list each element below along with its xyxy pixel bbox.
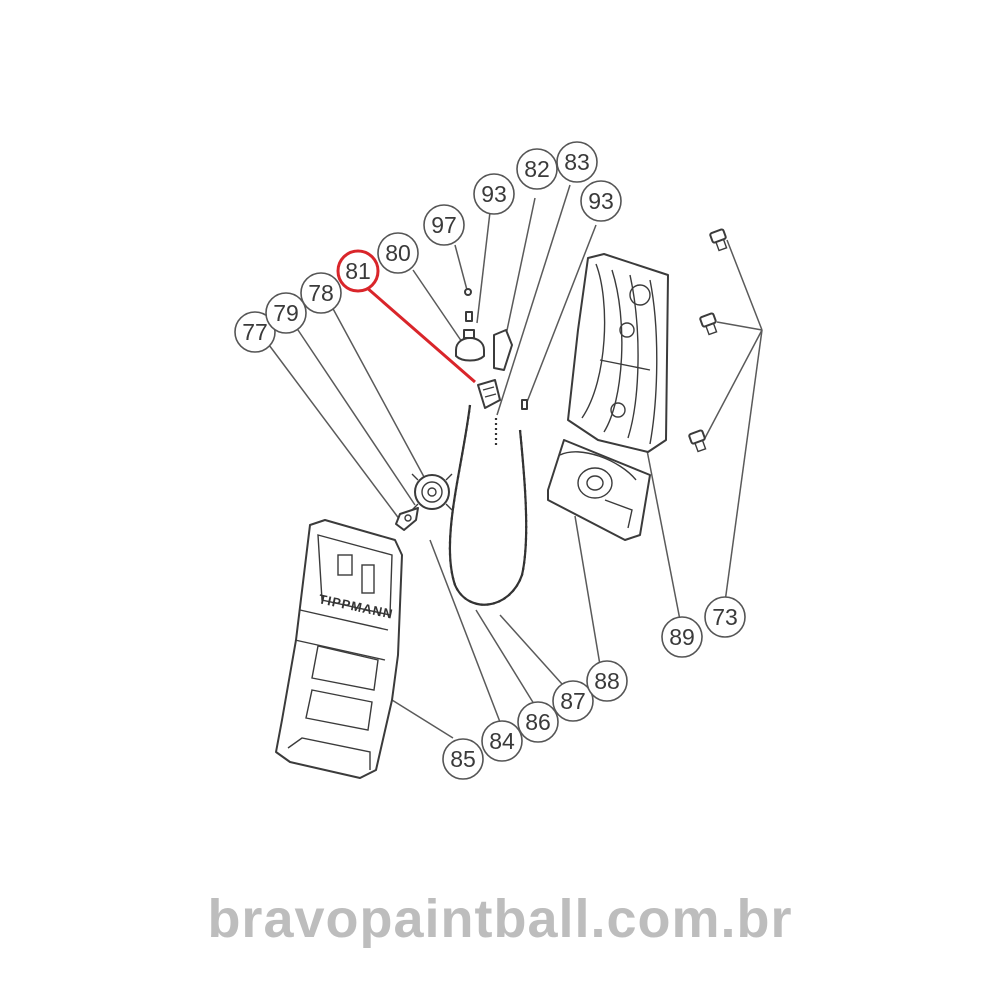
svg-text:83: 83	[564, 149, 590, 175]
svg-text:77: 77	[242, 319, 268, 345]
callout-88: 88	[586, 660, 628, 702]
svg-text:85: 85	[450, 746, 476, 772]
callout-78: 78	[300, 272, 342, 314]
coil-spring-part	[448, 404, 528, 606]
small-pin-part	[464, 288, 472, 296]
callout-83: 83	[556, 141, 598, 183]
svg-text:79: 79	[273, 300, 299, 326]
callout-80: 80	[377, 232, 419, 274]
svg-text:89: 89	[669, 624, 695, 650]
callout-87: 87	[552, 680, 594, 722]
callout-81: 81	[336, 249, 380, 293]
svg-text:93: 93	[588, 188, 614, 214]
callout-82: 82	[516, 148, 558, 190]
latch-part	[493, 329, 513, 371]
cap-part	[455, 311, 485, 362]
callout-85: 85	[442, 738, 484, 780]
key-part	[395, 507, 419, 531]
svg-text:97: 97	[431, 212, 457, 238]
magazine-body-part: TIPPMANN	[275, 519, 403, 779]
callout-84: 84	[481, 720, 523, 762]
callout-89: 89	[661, 616, 703, 658]
callout-93-left: 93	[473, 173, 515, 215]
svg-text:80: 80	[385, 240, 411, 266]
svg-text:73: 73	[712, 604, 738, 630]
svg-text:78: 78	[308, 280, 334, 306]
rear-housing-part	[567, 253, 669, 453]
svg-text:82: 82	[524, 156, 550, 182]
callout-79: 79	[265, 292, 307, 334]
svg-text:86: 86	[525, 709, 551, 735]
svg-text:81: 81	[345, 258, 371, 284]
retainer-part	[477, 379, 501, 409]
svg-text:84: 84	[489, 728, 515, 754]
callout-73: 73	[704, 596, 746, 638]
gear-wheel-part	[411, 473, 453, 511]
leader-lines	[268, 184, 763, 739]
svg-text:88: 88	[594, 668, 620, 694]
svg-text:93: 93	[481, 181, 507, 207]
callout-97: 97	[423, 204, 465, 246]
callout-93-right: 93	[580, 180, 622, 222]
follower-block-part	[547, 439, 651, 541]
leader-81-highlight	[365, 285, 476, 384]
screw-parts	[688, 228, 728, 453]
watermark-text: bravopaintball.com.br	[207, 889, 793, 949]
callout-77: 77	[234, 311, 276, 353]
pin-right-part	[521, 399, 528, 410]
svg-text:87: 87	[560, 688, 586, 714]
callout-86: 86	[517, 701, 559, 743]
